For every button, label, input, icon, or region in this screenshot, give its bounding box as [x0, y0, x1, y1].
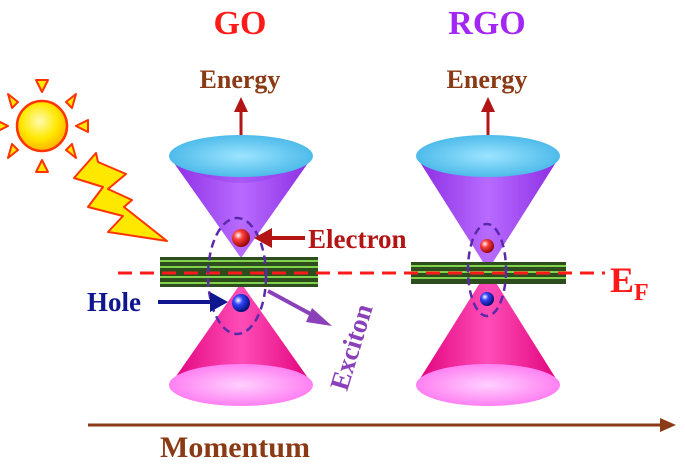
go-upper-cone	[169, 135, 313, 258]
exciton-ellipse-go	[206, 216, 268, 336]
go-title: GO	[214, 5, 267, 42]
exciton-pointer-arrow	[267, 289, 332, 326]
graphene-layers-rgo	[411, 262, 566, 284]
hole-pointer-arrow	[158, 292, 228, 312]
electron-sphere-icon-rgo	[480, 239, 494, 253]
momentum-label: Momentum	[160, 431, 310, 464]
energy-label-go: Energy	[200, 65, 281, 94]
electron-label: Electron	[308, 224, 406, 254]
electron-pointer-arrow	[254, 228, 305, 248]
exciton-ellipse-rgo	[466, 222, 508, 318]
rgo-title: RGO	[448, 5, 525, 42]
hole-label: Hole	[87, 287, 141, 317]
electron-sphere-icon-go	[232, 229, 250, 247]
momentum-axis-arrow	[88, 418, 676, 432]
sun-icon	[0, 79, 89, 173]
fermi-level-label: EF	[610, 260, 649, 306]
exciton-label: Exciton	[324, 300, 379, 393]
hole-sphere-icon-rgo	[480, 292, 494, 306]
energy-label-rgo: Energy	[447, 65, 528, 94]
rgo-upper-cone	[416, 135, 560, 270]
hole-sphere-icon-go	[232, 294, 250, 312]
rgo-lower-cone	[416, 270, 560, 406]
lightning-icon	[73, 152, 168, 242]
